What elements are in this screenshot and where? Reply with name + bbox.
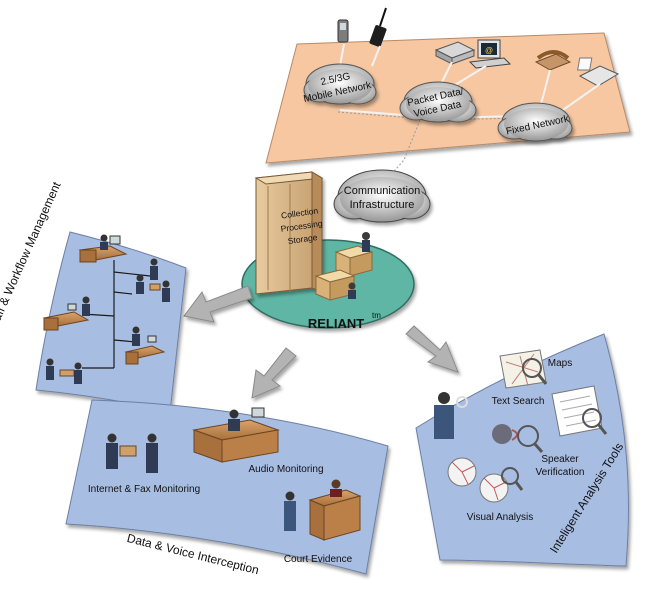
hub-seated-person-icon — [348, 282, 356, 299]
flow-arrows — [183, 285, 459, 399]
packet-data-cloud: Packet Data/ Voice Data — [399, 81, 477, 123]
server-rack: Collection Processing Storage — [254, 171, 324, 295]
staff-desk-middle — [124, 326, 166, 365]
computer-icon: @ — [468, 39, 512, 69]
svg-text:@: @ — [485, 46, 493, 55]
lawyer-person-icon — [284, 491, 296, 531]
staff-person-group — [136, 258, 170, 302]
staff-person-icon — [82, 296, 90, 316]
agent-person-icon — [106, 433, 118, 469]
arrow-to-interception — [251, 347, 297, 399]
reliant-brand: RELIANT — [308, 316, 364, 331]
visual-analysis-icon: Visual Analysis — [447, 457, 534, 523]
headset-operator-icon — [228, 409, 240, 431]
mobile-phone-icon — [337, 19, 349, 43]
staff-workflow-panel: Staff & Workflow Management — [0, 179, 187, 413]
audio-monitoring-scene: Audio Monitoring — [192, 407, 324, 475]
staff-person-icon — [132, 326, 140, 346]
judge-person-icon — [330, 479, 342, 497]
verification-label: Verification — [536, 467, 585, 478]
fixed-network-cloud: Fixed Network — [497, 102, 573, 142]
reliant-hub: Collection Processing Storage RELIANT tm — [241, 171, 415, 331]
telephone-icon — [534, 50, 572, 71]
visual-analysis-label: Visual Analysis — [467, 512, 534, 523]
staff-desk-top — [78, 234, 128, 263]
agent-person-icon — [146, 433, 158, 473]
court-evidence-label: Court Evidence — [284, 554, 353, 565]
maps-icon: Maps — [499, 349, 572, 389]
rack-label-storage: Storage — [287, 232, 318, 246]
communication-infrastructure-cloud: Communication Infrastructure — [333, 169, 431, 223]
speaker-verification-icon: Speaker Verification — [492, 424, 584, 478]
text-search-label: Text Search — [492, 396, 545, 407]
communication-label-1: Communication — [344, 185, 420, 197]
staff-person-icon — [100, 234, 108, 250]
analysis-panel: Maps Text Search Speaker Verification Vi… — [415, 333, 629, 567]
court-evidence-scene: Court Evidence — [284, 479, 362, 565]
cell-phone-icon — [369, 7, 387, 47]
text-search-icon: Text Search — [492, 385, 608, 437]
mobile-network-cloud: 2.5/3G Mobile Network — [303, 63, 377, 105]
arrow-to-analysis — [405, 325, 459, 373]
arrow-to-staff — [183, 285, 253, 323]
staff-desk-left — [42, 296, 90, 331]
staff-panel-background — [35, 231, 187, 413]
fax-icon — [577, 57, 620, 87]
reliant-trademark: tm — [372, 311, 381, 320]
interception-panel: Internet & Fax Monitoring Audio Monitori… — [65, 399, 389, 577]
communication-label-2: Infrastructure — [350, 199, 415, 211]
analyst-person-icon — [434, 392, 468, 439]
modem-icon — [434, 41, 476, 65]
staff-desk-bottom — [46, 358, 82, 384]
staff-person-icon — [46, 358, 54, 380]
network-panel: @ 2.5/ — [265, 7, 631, 179]
internet-fax-monitoring-label: Internet & Fax Monitoring — [88, 484, 200, 495]
hub-operator-person-icon — [362, 232, 370, 252]
internet-fax-monitoring-scene: Internet & Fax Monitoring — [88, 433, 200, 495]
speaker-label: Speaker — [541, 454, 579, 465]
audio-monitoring-label: Audio Monitoring — [248, 464, 323, 475]
maps-label: Maps — [548, 358, 572, 369]
staff-person-icon — [74, 362, 82, 384]
